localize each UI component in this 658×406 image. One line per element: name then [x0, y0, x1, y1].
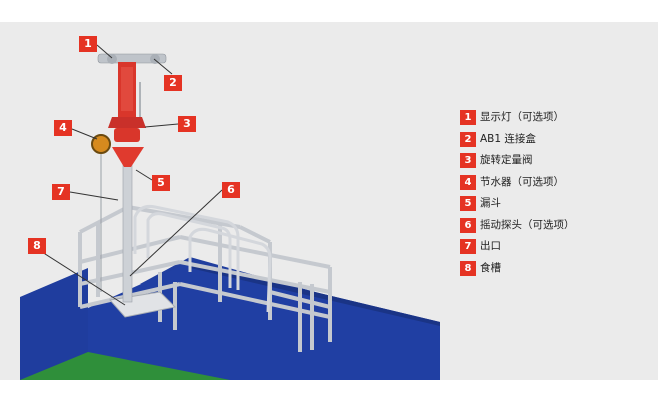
diagram-canvas: 1 2 3 4 5 7 6 8 1 显示灯（可选项） 2 AB1 连接盒 3 旋… — [0, 22, 658, 380]
legend-label: 摇动探头（可选项） — [480, 218, 575, 231]
callout-3-badge: 3 — [178, 116, 196, 132]
legend-number: 7 — [460, 239, 476, 254]
leader-lines — [41, 44, 223, 306]
legend-number: 4 — [460, 174, 476, 190]
callout-8-badge: 8 — [28, 238, 46, 254]
stall-side-arches — [133, 205, 272, 313]
legend-item: 2 AB1 连接盒 — [460, 130, 650, 152]
callout-7-badge: 7 — [52, 184, 70, 200]
legend-item: 4 节水器（可选项） — [460, 173, 650, 195]
legend-item: 3 旋转定量阀 — [460, 151, 650, 173]
callout-4-badge: 4 — [54, 120, 72, 136]
legend-label: 显示灯（可选项） — [480, 111, 564, 123]
funnel-shape — [112, 147, 144, 167]
feed-pipe — [122, 161, 133, 303]
legend-item: 1 显示灯（可选项） — [460, 108, 650, 130]
water-saver-gauge — [91, 134, 111, 154]
legend-label: 节水器（可选项） — [480, 175, 564, 188]
legend-label: 旋转定量阀 — [480, 154, 533, 166]
callout-6-badge: 6 — [222, 182, 240, 198]
rotary-valve — [114, 128, 140, 142]
legend-number: 6 — [460, 217, 476, 233]
pen-left-wall — [20, 268, 88, 380]
callout-1-badge: 1 — [79, 36, 97, 52]
legend: 1 显示灯（可选项） 2 AB1 连接盒 3 旋转定量阀 4 节水器（可选项） … — [460, 108, 650, 280]
legend-label: 食槽 — [480, 261, 501, 274]
legend-number: 8 — [460, 260, 476, 276]
feeder-illustration — [20, 44, 440, 380]
legend-number: 5 — [460, 196, 476, 211]
callout-2-badge: 2 — [164, 75, 182, 91]
legend-number: 2 — [460, 131, 476, 147]
legend-item: 5 漏斗 — [460, 194, 650, 216]
legend-item: 8 食槽 — [460, 259, 650, 281]
legend-item: 7 出口 — [460, 237, 650, 259]
legend-label: 出口 — [480, 240, 501, 252]
legend-label: AB1 连接盒 — [480, 132, 536, 145]
callout-5-badge: 5 — [152, 175, 170, 191]
legend-number: 1 — [460, 110, 476, 125]
legend-number: 3 — [460, 153, 476, 168]
legend-item: 6 摇动探头（可选项） — [460, 216, 650, 238]
legend-label: 漏斗 — [480, 197, 501, 209]
